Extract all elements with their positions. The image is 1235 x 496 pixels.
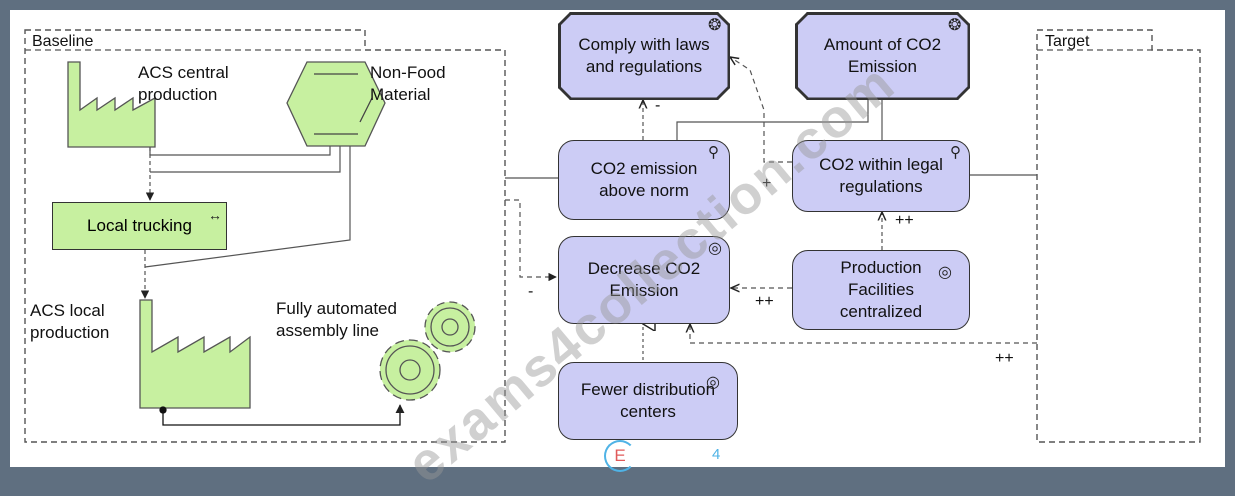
influence-minus-label: -: [655, 97, 661, 114]
co2-above-norm-node[interactable]: CO2 emission above norm: [558, 140, 730, 220]
amount-co2-label: Amount of CO2 Emission: [798, 15, 968, 98]
diagram-stage: Baseline Target ACS central production N…: [10, 10, 1225, 495]
production-centralized-node[interactable]: Production Facilities centralized: [792, 250, 970, 330]
non-food-material-label: Non-Food Material: [370, 63, 446, 104]
fewer-distribution-label: Fewer distribution centers: [580, 380, 716, 421]
baseline-frame: [24, 29, 506, 443]
acs-central-production-label: ACS central production: [138, 63, 229, 104]
assembly-line-label: Fully automated assembly line: [276, 299, 397, 340]
watermark-logo: E: [604, 440, 636, 472]
influence-plusplus-label: ++: [895, 212, 914, 229]
decrease-co2-label: Decrease CO2 Emission: [587, 259, 701, 300]
factory-icon: [139, 299, 251, 409]
driver-icon: ❂: [708, 17, 722, 34]
baseline-label: Baseline: [32, 33, 94, 50]
decrease-co2-node[interactable]: Decrease CO2 Emission: [558, 236, 730, 324]
assessment-icon: ⚲: [950, 144, 961, 161]
local-trucking-label: Local trucking: [87, 216, 192, 235]
comply-laws-label: Comply with laws and regulations: [561, 15, 728, 98]
target-label: Target: [1045, 33, 1090, 50]
comply-laws-node[interactable]: Comply with laws and regulations: [558, 12, 730, 100]
bidirectional-arrow-icon: ↔: [208, 207, 222, 223]
gear-icon: [424, 301, 476, 353]
goal-icon: ◎: [706, 374, 720, 391]
driver-icon: ❂: [948, 17, 962, 34]
co2-within-legal-node[interactable]: CO2 within legal regulations: [792, 140, 970, 212]
production-centralized-label: Production Facilities centralized: [839, 258, 923, 321]
influence-plusplus-label: ++: [995, 350, 1014, 367]
hexagon-material-icon: [286, 61, 386, 147]
assessment-icon: ⚲: [708, 144, 719, 161]
gear-icon: [379, 339, 441, 401]
goal-icon: ◎: [708, 240, 722, 257]
factory-icon: [67, 61, 156, 148]
goal-icon: ◎: [938, 264, 952, 281]
amount-co2-node[interactable]: Amount of CO2 Emission: [795, 12, 970, 100]
acs-local-production-label: ACS local production: [30, 301, 110, 342]
influence-minus-label: -: [528, 283, 534, 300]
co2-above-norm-label: CO2 emission above norm: [590, 159, 698, 200]
watermark-logo-digit: 4: [712, 446, 721, 463]
watermark-logo-letter: E: [614, 446, 626, 465]
target-frame: [1036, 29, 1201, 443]
influence-plusplus-label: ++: [755, 293, 774, 310]
local-trucking-node[interactable]: Local trucking ↔: [52, 202, 227, 250]
diagram-lines: [24, 29, 1201, 443]
co2-within-legal-label: CO2 within legal regulations: [819, 155, 943, 196]
fewer-distribution-node[interactable]: Fewer distribution centers: [558, 362, 738, 440]
influence-plus-label: +: [762, 175, 772, 192]
